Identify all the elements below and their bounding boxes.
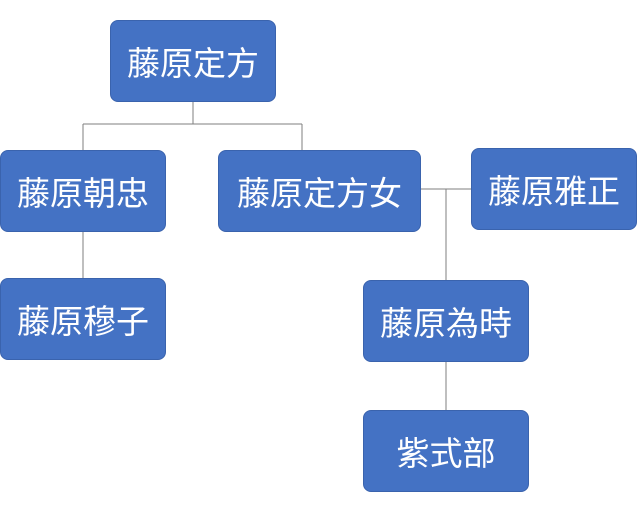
node-fujiwara-sadakata: 藤原定方: [110, 20, 276, 102]
node-fujiwara-masatada: 藤原雅正: [471, 148, 637, 230]
node-label: 紫式部: [396, 434, 496, 473]
node-label: 藤原定方女: [237, 174, 402, 213]
node-label: 藤原穆子: [17, 302, 149, 341]
node-label: 藤原為時: [380, 304, 512, 343]
node-fujiwara-sadakata-daughter: 藤原定方女: [218, 150, 421, 232]
node-label: 藤原定方: [127, 44, 259, 83]
node-fujiwara-asatada: 藤原朝忠: [0, 150, 166, 232]
node-label: 藤原朝忠: [17, 174, 149, 213]
node-label: 藤原雅正: [488, 172, 620, 211]
node-fujiwara-tametoki: 藤原為時: [363, 280, 529, 362]
node-murasaki-shikibu: 紫式部: [363, 410, 529, 492]
node-fujiwara-bokushi: 藤原穆子: [0, 278, 166, 360]
